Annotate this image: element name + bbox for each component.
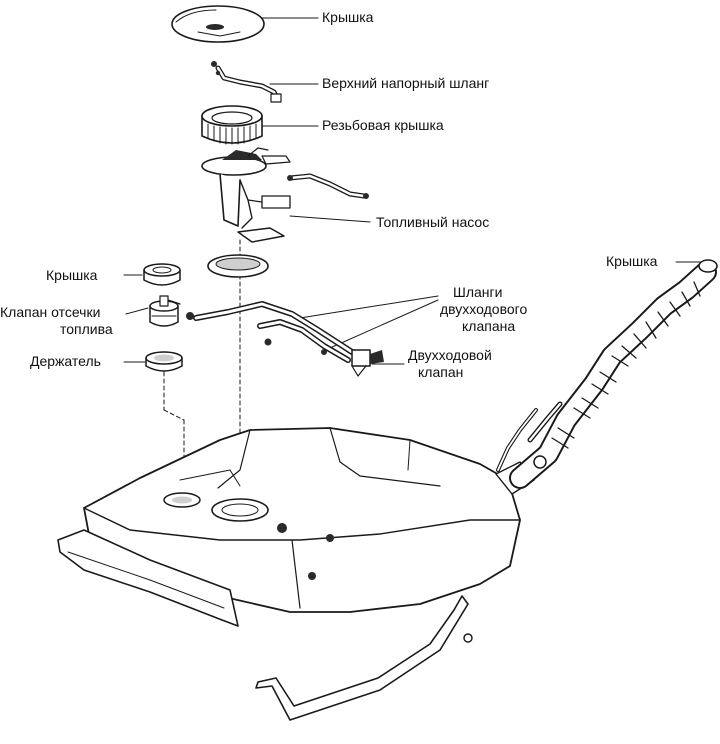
leader-fuel-pump [289, 215, 371, 223]
leader-hoses-a [299, 295, 439, 319]
lower-strap [255, 595, 473, 721]
two-way-valve-hoses [186, 301, 355, 363]
label-cutoff-valve-line2: топлива [60, 321, 113, 337]
holder-ring [145, 351, 183, 372]
label-cap-top: Крышка [322, 9, 374, 25]
leader-cutoff-valve [125, 307, 149, 315]
label-twoway-hoses-line1: Шланги [453, 284, 503, 300]
two-way-valve [351, 349, 384, 377]
label-twoway-valve-line2: клапан [418, 364, 464, 380]
label-twoway-hoses-line3: клапана [462, 318, 516, 334]
label-cap-left: Крышка [46, 267, 98, 283]
fuel-pump [201, 147, 369, 243]
label-cutoff-valve-line1: Клапан отсечки [0, 304, 101, 320]
label-twoway-hoses-line2: двухходового [440, 301, 528, 317]
top-cap [171, 5, 265, 43]
pump-gasket [207, 254, 269, 278]
label-threaded-cap: Резьбовая крышка [322, 117, 444, 133]
leader-hoses-b [329, 299, 439, 349]
threaded-cap [201, 105, 263, 145]
left-bracket [57, 529, 239, 627]
left-cap [143, 263, 181, 286]
label-twoway-valve-line1: Двухходовой [408, 347, 492, 363]
leader-lines [123, 17, 709, 365]
cutoff-valve [149, 295, 181, 327]
label-cap-right: Крышка [606, 253, 658, 269]
label-upper-pressure-hose: Верхний напорный шланг [322, 75, 490, 91]
label-fuel-pump: Топливный насос [376, 214, 490, 230]
filler-hose [509, 259, 718, 489]
vent-line [496, 408, 538, 472]
upper-pressure-hose [211, 61, 282, 103]
label-holder: Держатель [30, 353, 101, 369]
